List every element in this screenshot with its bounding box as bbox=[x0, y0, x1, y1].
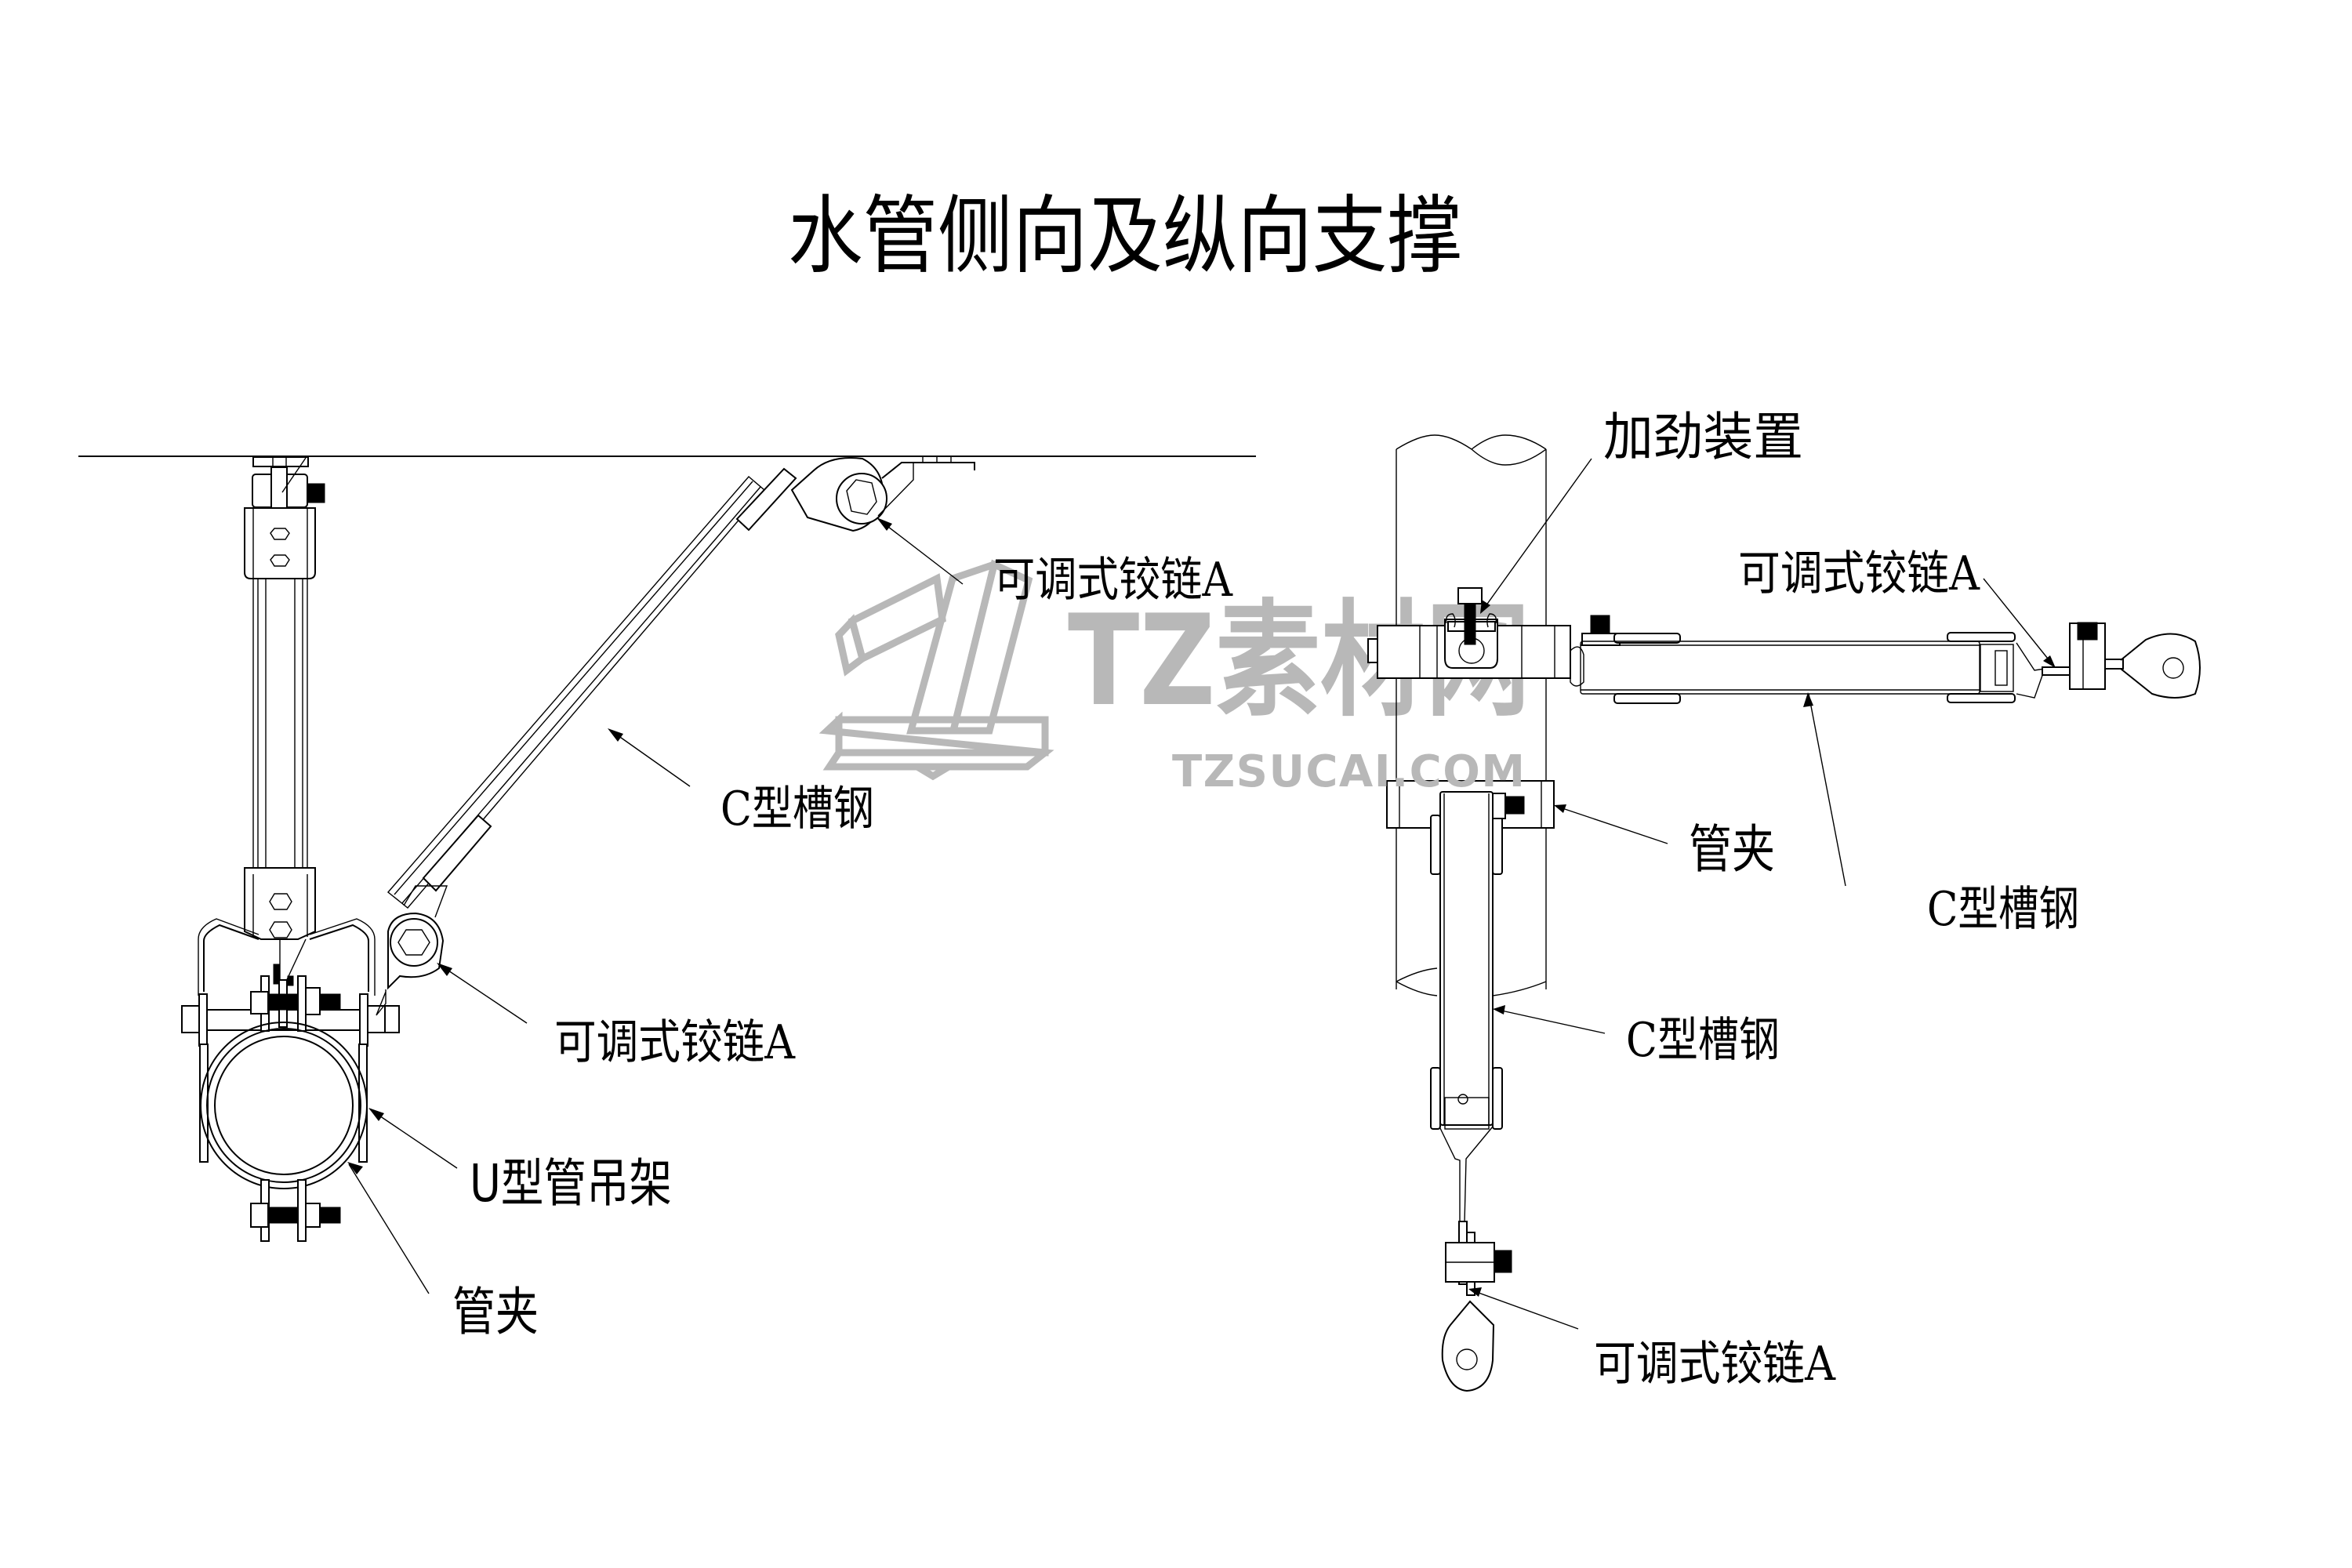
stiffener-clamp bbox=[1367, 587, 1571, 679]
left-view: 可调式铰链A C型槽钢 可调式铰链A U型管吊架 管夹 bbox=[78, 456, 1256, 1342]
pipe-section bbox=[214, 1036, 354, 1175]
label-channel-vertical: C型槽钢 bbox=[1626, 1013, 1780, 1068]
right-leaders bbox=[1468, 458, 2056, 1330]
vertical-c-channel bbox=[252, 578, 308, 871]
hinge-upper-left bbox=[790, 456, 975, 532]
hinge-lower-left bbox=[376, 885, 448, 1016]
label-hinge-top-left: 可调式铰链A bbox=[993, 553, 1233, 608]
hinge-bottom-right bbox=[1439, 1126, 1512, 1392]
nut-icon bbox=[846, 479, 877, 515]
label-channel-left: C型槽钢 bbox=[720, 782, 874, 837]
bolt-head-icon bbox=[1457, 587, 1483, 604]
watermark-url: TZSUCAI.COM bbox=[1172, 746, 1525, 797]
top-anchor-bracket bbox=[244, 456, 325, 579]
diagonal-c-channel bbox=[387, 467, 797, 909]
label-u-hanger: U型管吊架 bbox=[470, 1153, 672, 1214]
label-hinge-bottom-right: 可调式铰链A bbox=[1594, 1337, 1836, 1392]
label-pipe-clamp-right: 管夹 bbox=[1689, 819, 1775, 880]
label-pipe-clamp-left: 管夹 bbox=[452, 1282, 539, 1342]
lower-bracket bbox=[244, 867, 316, 987]
left-leaders bbox=[347, 517, 964, 1294]
bolt-icon bbox=[270, 554, 290, 567]
vertical-c-channel-right bbox=[1430, 791, 1503, 1130]
nut-icon bbox=[397, 929, 430, 956]
right-view: 加劲装置 可调式铰链A C型槽钢 管夹 C型槽钢 可调式铰链A bbox=[1367, 407, 2201, 1392]
vertical-pipe bbox=[1396, 434, 1547, 996]
label-hinge-bottom-left: 可调式铰链A bbox=[554, 1015, 796, 1070]
label-channel-horizontal: C型槽钢 bbox=[1927, 882, 2079, 937]
page-title: 水管侧向及纵向支撑 bbox=[788, 187, 1462, 285]
u-hanger bbox=[181, 918, 400, 1163]
bolt-icon bbox=[269, 893, 292, 910]
pipe-clamp-left bbox=[200, 975, 368, 1242]
label-hinge-right: 可调式铰链A bbox=[1738, 546, 1980, 601]
horizontal-c-channel bbox=[1570, 615, 2016, 704]
bolt-icon bbox=[270, 528, 290, 540]
label-stiffener: 加劲装置 bbox=[1603, 407, 1803, 467]
watermark-logo-icon bbox=[818, 559, 1054, 781]
hinge-right bbox=[2016, 622, 2201, 699]
bolt-icon bbox=[269, 921, 292, 938]
